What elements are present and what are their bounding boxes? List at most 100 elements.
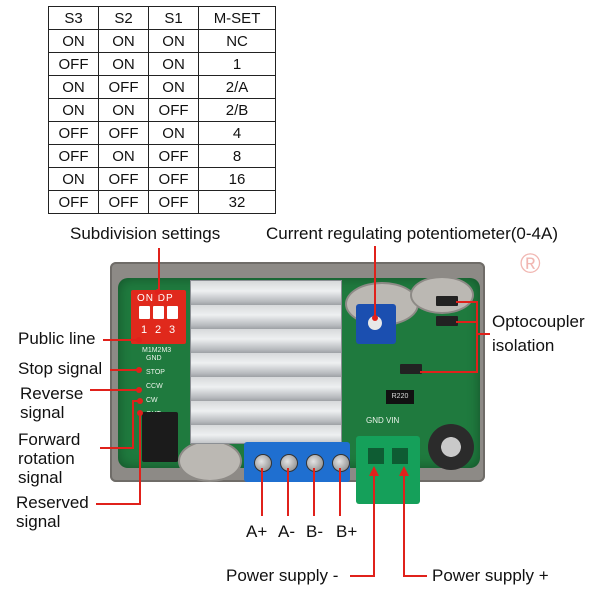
- table-row: OFF OFF ON 4: [47, 121, 276, 145]
- table-cell: ON: [148, 75, 200, 99]
- label-power-supply-minus: Power supply -: [226, 566, 339, 585]
- table-cell: ON: [148, 121, 200, 145]
- optocoupler-bracket-line: [456, 301, 476, 303]
- table-cell: OFF: [98, 121, 150, 145]
- dip-toggle[interactable]: [167, 306, 178, 319]
- dip-toggle[interactable]: [139, 306, 150, 319]
- optocoupler-chip: [436, 316, 458, 326]
- table-row: ON OFF ON 2/A: [47, 75, 276, 99]
- pointer-dot: [136, 337, 142, 343]
- optocoupler-bracket-line: [456, 321, 476, 323]
- power-minus-pointer-line: [373, 476, 375, 576]
- a-plus-pointer-line: [261, 468, 263, 516]
- power-slot-icon[interactable]: [392, 448, 408, 464]
- optocoupler-chip: [436, 296, 458, 306]
- dip-number: 2: [155, 324, 162, 336]
- table-cell: OFF: [148, 190, 200, 214]
- table-cell: OFF: [148, 98, 200, 122]
- pin-label-stop: STOP: [146, 369, 165, 376]
- table-header: S1: [148, 6, 200, 30]
- table-cell: 16: [198, 167, 276, 191]
- table-cell: ON: [47, 98, 100, 122]
- label-forward-signal: signal: [18, 468, 63, 487]
- optocoupler-chip: [400, 364, 422, 374]
- label-rotation: rotation: [18, 449, 75, 468]
- label-b-plus: B+: [336, 522, 358, 541]
- forward-pointer-line: [100, 447, 134, 449]
- power-slot-icon[interactable]: [368, 448, 384, 464]
- driver-chip: [142, 412, 178, 462]
- power-plus-pointer-line: [403, 575, 427, 577]
- screw-b-minus-icon[interactable]: [306, 454, 324, 472]
- dip-switch-label: ON DP: [137, 293, 174, 304]
- label-current-potentiometer: Current regulating potentiometer(0-4A): [266, 224, 558, 243]
- reserved-pointer-line: [139, 412, 141, 504]
- public-line-pointer-line: [103, 339, 139, 341]
- label-isolation: isolation: [492, 336, 555, 355]
- forward-pointer-line: [132, 400, 134, 448]
- power-terminal-label: GND VIN: [366, 416, 400, 425]
- table-cell: 2/A: [198, 75, 276, 99]
- reverse-pointer-line: [90, 389, 139, 391]
- table-cell: 1: [198, 52, 276, 76]
- pointer-dot: [155, 289, 161, 295]
- table-cell: ON: [47, 167, 100, 191]
- dip-toggle[interactable]: [153, 306, 164, 319]
- a-minus-pointer-line: [287, 468, 289, 516]
- table-cell: ON: [98, 98, 150, 122]
- table-row: ON ON OFF 2/B: [47, 98, 276, 122]
- table-cell: ON: [98, 52, 150, 76]
- table-cell: OFF: [148, 167, 200, 191]
- table-cell: NC: [198, 29, 276, 53]
- label-optocoupler: Optocoupler: [492, 312, 585, 331]
- table-cell: OFF: [47, 52, 100, 76]
- registered-mark-icon: ®: [520, 248, 541, 279]
- resistor-r220: R220: [386, 390, 414, 404]
- label-a-plus: A+: [246, 522, 268, 541]
- table-row: OFF ON OFF 8: [47, 144, 276, 168]
- current-potentiometer[interactable]: [356, 304, 396, 344]
- table-row: OFF OFF OFF 32: [47, 190, 276, 214]
- power-plus-pointer-line: [403, 476, 405, 576]
- label-power-supply-plus: Power supply +: [432, 566, 549, 585]
- table-cell: OFF: [98, 167, 150, 191]
- label-stop-signal: Stop signal: [18, 359, 103, 378]
- table-cell: ON: [47, 29, 100, 53]
- label-forward: Forward: [18, 430, 81, 449]
- pointer-dot: [136, 387, 142, 393]
- potentiometer-pointer-line: [374, 246, 376, 318]
- label-public-line: Public line: [18, 329, 96, 348]
- table-cell: 4: [198, 121, 276, 145]
- screw-a-minus-icon[interactable]: [280, 454, 298, 472]
- forward-pointer-line: [132, 400, 140, 402]
- screw-a-plus-icon[interactable]: [254, 454, 272, 472]
- table-cell: 8: [198, 144, 276, 168]
- subdivision-settings-table: S3 S2 S1 M-SET ON ON ON NC OFF ON ON 1 O…: [47, 6, 276, 214]
- table-cell: ON: [148, 29, 200, 53]
- b-minus-pointer-line: [313, 468, 315, 516]
- mounting-hole: [178, 440, 242, 482]
- table-row: OFF ON ON 1: [47, 52, 276, 76]
- power-plus-arrow-icon: [399, 466, 409, 476]
- table-header: S3: [47, 6, 100, 30]
- label-a-minus: A-: [278, 522, 295, 541]
- optocoupler-bracket-line: [476, 301, 478, 373]
- dip-number: 1: [141, 324, 148, 336]
- table-cell: OFF: [47, 121, 100, 145]
- label-reverse-signal: signal: [20, 403, 65, 422]
- power-minus-pointer-line: [350, 575, 375, 577]
- dip-switch[interactable]: ON DP 1 2 3: [131, 290, 186, 344]
- label-b-minus: B-: [306, 522, 323, 541]
- heatsink: [190, 280, 342, 444]
- table-cell: OFF: [98, 190, 150, 214]
- pin-label-gnd: GND: [146, 355, 162, 362]
- label-reserved: Reserved: [16, 493, 89, 512]
- screw-b-plus-icon[interactable]: [332, 454, 350, 472]
- pin-label-ccw: CCW: [146, 383, 163, 390]
- table-cell: OFF: [47, 190, 100, 214]
- power-minus-arrow-icon: [369, 466, 379, 476]
- mounting-hole: [410, 276, 474, 314]
- label-subdivision-settings: Subdivision settings: [70, 224, 221, 243]
- pointer-dot: [136, 367, 142, 373]
- table-cell: 2/B: [198, 98, 276, 122]
